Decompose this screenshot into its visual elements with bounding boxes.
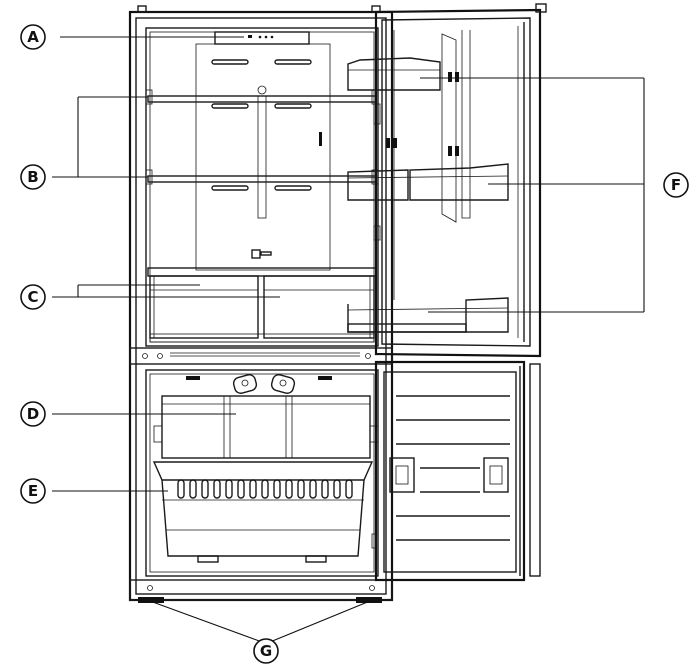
- basket-slots: [177, 479, 353, 499]
- freezer-door-ribs: [396, 395, 510, 541]
- callout-f: F: [663, 172, 689, 198]
- callout-d: D: [20, 401, 46, 427]
- callout-a-label: A: [27, 28, 39, 46]
- fresh-food-compartment: [145, 27, 379, 347]
- fresh-food-door: [347, 3, 547, 358]
- callout-d-label: D: [27, 405, 39, 423]
- leader-lines: [52, 36, 645, 643]
- callout-g: G: [253, 638, 279, 664]
- callout-a: A: [20, 24, 46, 50]
- callout-b-label: B: [27, 168, 38, 186]
- callout-c-label: C: [27, 288, 38, 306]
- callout-g-label: G: [260, 642, 272, 660]
- leader-g-right: [269, 600, 371, 643]
- callout-b: B: [20, 164, 46, 190]
- callout-e-label: E: [28, 482, 38, 500]
- freezer-door: [371, 360, 541, 582]
- callout-e: E: [20, 478, 46, 504]
- callout-f-label: F: [671, 176, 681, 194]
- callout-c: C: [20, 284, 46, 310]
- leveling-feet: [138, 597, 382, 603]
- cabinet: [128, 5, 394, 602]
- leader-g-left: [149, 600, 263, 643]
- freezer-compartment: [145, 369, 379, 577]
